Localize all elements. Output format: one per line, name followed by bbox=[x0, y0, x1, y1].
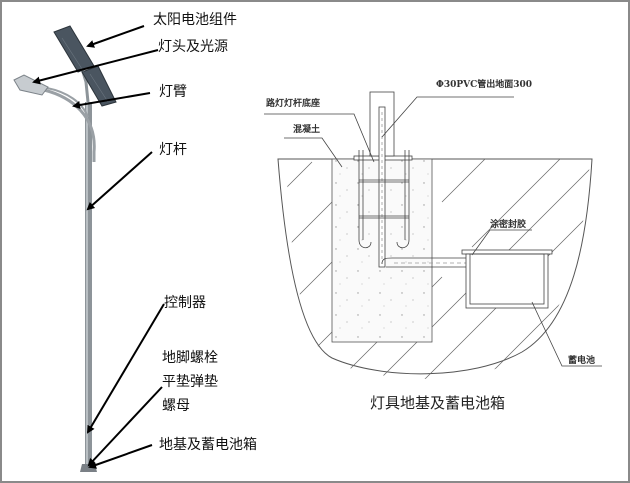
label-concrete: 混凝土 bbox=[293, 125, 321, 135]
leader-sealant bbox=[471, 229, 532, 256]
street-lamp bbox=[13, 25, 117, 472]
arrow-foundation bbox=[88, 444, 153, 469]
diagram-caption: 灯具地基及蓄电池箱 bbox=[370, 394, 506, 412]
solar-panel-upper bbox=[53, 25, 95, 73]
label-pvc-pipe: Φ30PVC管出地面300 bbox=[436, 80, 533, 90]
arrow-solar-panel bbox=[86, 25, 145, 48]
label-battery: 蓄电池 bbox=[568, 356, 596, 366]
label-washers: 平垫弹垫 bbox=[162, 374, 218, 390]
leader-pole-base bbox=[264, 113, 375, 163]
leader-pvc bbox=[381, 96, 514, 138]
label-controller: 控制器 bbox=[164, 295, 206, 311]
leader-battery bbox=[531, 301, 602, 367]
lamp-head bbox=[13, 74, 49, 96]
label-lamp-arm: 灯臂 bbox=[159, 84, 187, 100]
pit-outline bbox=[277, 158, 593, 375]
label-pole-base: 路灯灯杆底座 bbox=[266, 99, 321, 109]
label-solar-panel: 太阳电池组件 bbox=[153, 12, 237, 28]
arrow-lamp-arm bbox=[72, 92, 151, 109]
label-foundation-box: 地基及蓄电池箱 bbox=[159, 437, 257, 453]
label-sealant: 涂密封胶 bbox=[490, 220, 527, 230]
battery-box bbox=[465, 253, 549, 309]
solar-panel-lower bbox=[81, 65, 117, 107]
label-lamp-head: 灯头及光源 bbox=[158, 39, 228, 55]
lamp-arm bbox=[43, 88, 96, 162]
lamp-pole bbox=[85, 102, 92, 472]
leader-concrete bbox=[284, 137, 343, 168]
label-pole: 灯杆 bbox=[159, 142, 187, 158]
label-nut: 螺母 bbox=[162, 398, 190, 414]
arrow-pole bbox=[86, 151, 153, 211]
label-anchor-bolt: 地脚螺栓 bbox=[162, 350, 218, 366]
arrow-lamp-head bbox=[32, 49, 159, 85]
arrow-controller bbox=[86, 303, 165, 434]
foundation-section bbox=[264, 91, 602, 379]
arrow-bolt bbox=[87, 386, 163, 467]
